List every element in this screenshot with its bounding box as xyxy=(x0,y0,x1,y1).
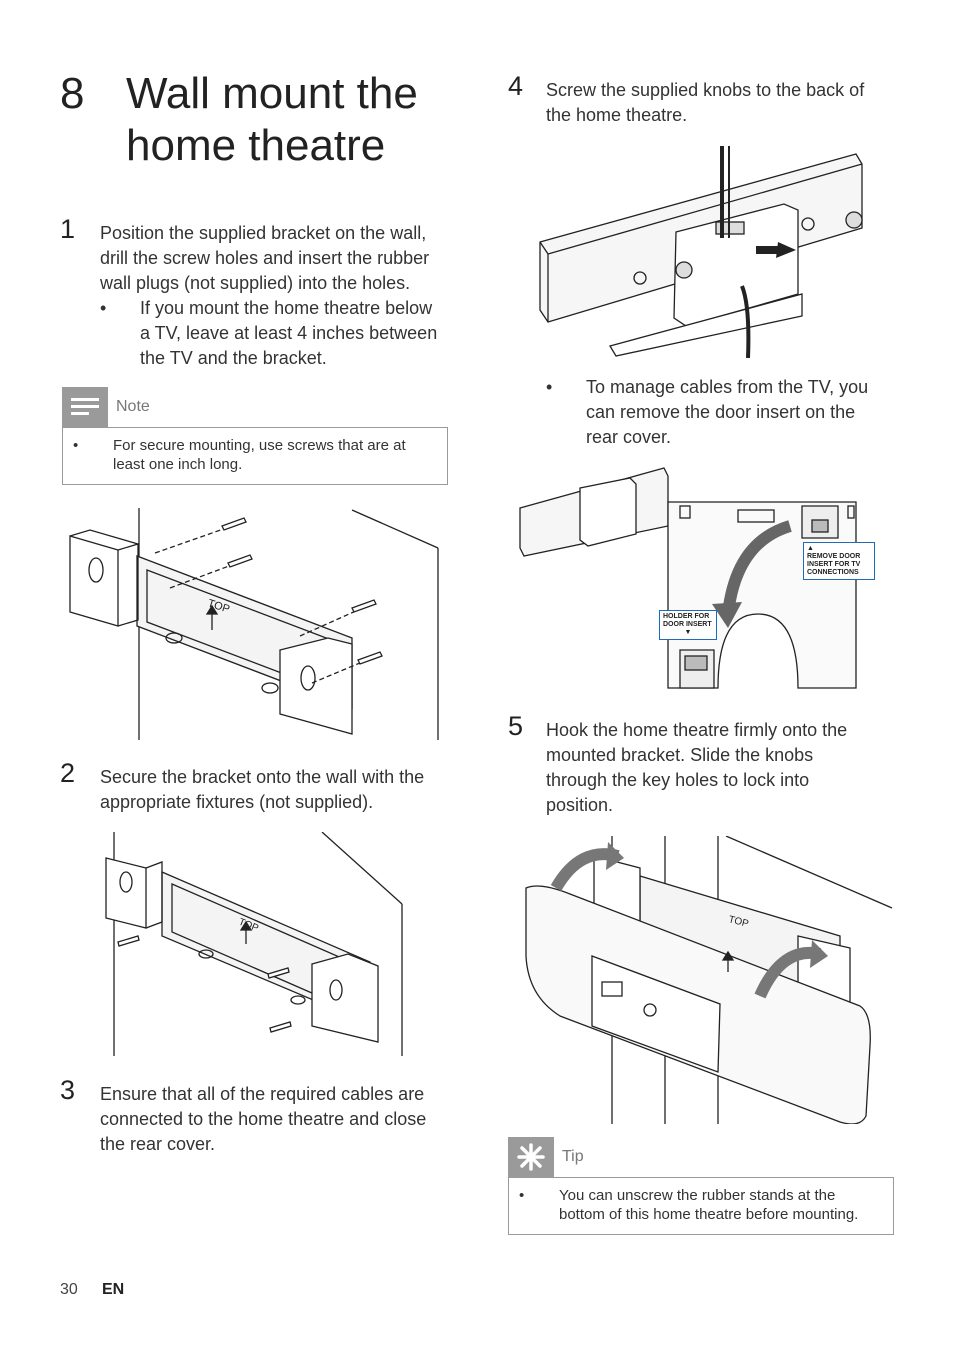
step-1-number: 1 xyxy=(60,214,76,244)
triangle-up-icon: ▲ xyxy=(807,545,814,552)
figure-knobs xyxy=(539,146,863,358)
sparkle-icon xyxy=(508,1137,554,1177)
triangle-down-icon: ▼ xyxy=(684,629,692,636)
figure-top-label: TOP xyxy=(727,914,750,930)
tip-label: Tip xyxy=(562,1148,584,1165)
page-number: 30 xyxy=(60,1281,78,1298)
step-1-text: Position the supplied bracket on the wal… xyxy=(100,223,430,293)
bullet-dot: • xyxy=(73,437,79,454)
language-code: EN xyxy=(102,1281,125,1298)
step-1-bullet-text: If you mount the home theatre below a TV… xyxy=(140,298,438,368)
note-icon xyxy=(62,387,108,427)
figure-bracket-secured: TOP xyxy=(105,832,403,1056)
bullet-dot: • xyxy=(546,377,553,397)
tip-box: • You can unscrew the rubber stands at t… xyxy=(508,1177,894,1235)
note-box: • For secure mounting, use screws that a… xyxy=(62,427,448,485)
tip-text: You can unscrew the rubber stands at the… xyxy=(559,1187,859,1223)
step-1-bullet: • If you mount the home theatre below a … xyxy=(100,296,440,371)
step-3-number: 3 xyxy=(60,1075,76,1105)
step-3-text: Ensure that all of the required cables a… xyxy=(100,1084,427,1154)
note-text: For secure mounting, use screws that are… xyxy=(113,437,406,473)
chapter-number: 8 xyxy=(60,69,85,118)
step-4-text: Screw the supplied knobs to the back of … xyxy=(546,80,865,125)
remove-door-label: ▲ REMOVE DOOR INSERT FOR TV CONNECTIONS xyxy=(803,542,875,580)
step-5-text: Hook the home theatre firmly onto the mo… xyxy=(546,720,848,815)
tip-callout: Tip • You can unscrew the rubber stands … xyxy=(508,1137,894,1235)
figure-rear-cover: ▲ REMOVE DOOR INSERT FOR TV CONNECTIONS … xyxy=(518,464,878,694)
holder-text: HOLDER FOR DOOR INSERT xyxy=(663,613,712,628)
step-4-number: 4 xyxy=(508,71,524,101)
figure-hook-mount: TOP xyxy=(525,836,893,1124)
step-2-number: 2 xyxy=(60,758,76,788)
step-4-bullet: • To manage cables from the TV, you can … xyxy=(546,375,886,450)
remove-door-text: REMOVE DOOR INSERT FOR TV CONNECTIONS xyxy=(807,553,861,576)
figure-bracket-plugs: TOP xyxy=(69,508,439,740)
step-5-number: 5 xyxy=(508,711,524,741)
step-4-bullet-text: To manage cables from the TV, you can re… xyxy=(586,377,869,447)
bullet-dot: • xyxy=(100,298,107,318)
bullet-dot: • xyxy=(519,1187,525,1204)
chapter-title: Wall mount the home theatre xyxy=(126,69,418,170)
note-callout: Note • For secure mounting, use screws t… xyxy=(62,387,448,485)
holder-label: HOLDER FOR DOOR INSERT ▼ xyxy=(659,610,717,640)
step-2-text: Secure the bracket onto the wall with th… xyxy=(100,767,425,812)
note-label: Note xyxy=(116,398,150,415)
